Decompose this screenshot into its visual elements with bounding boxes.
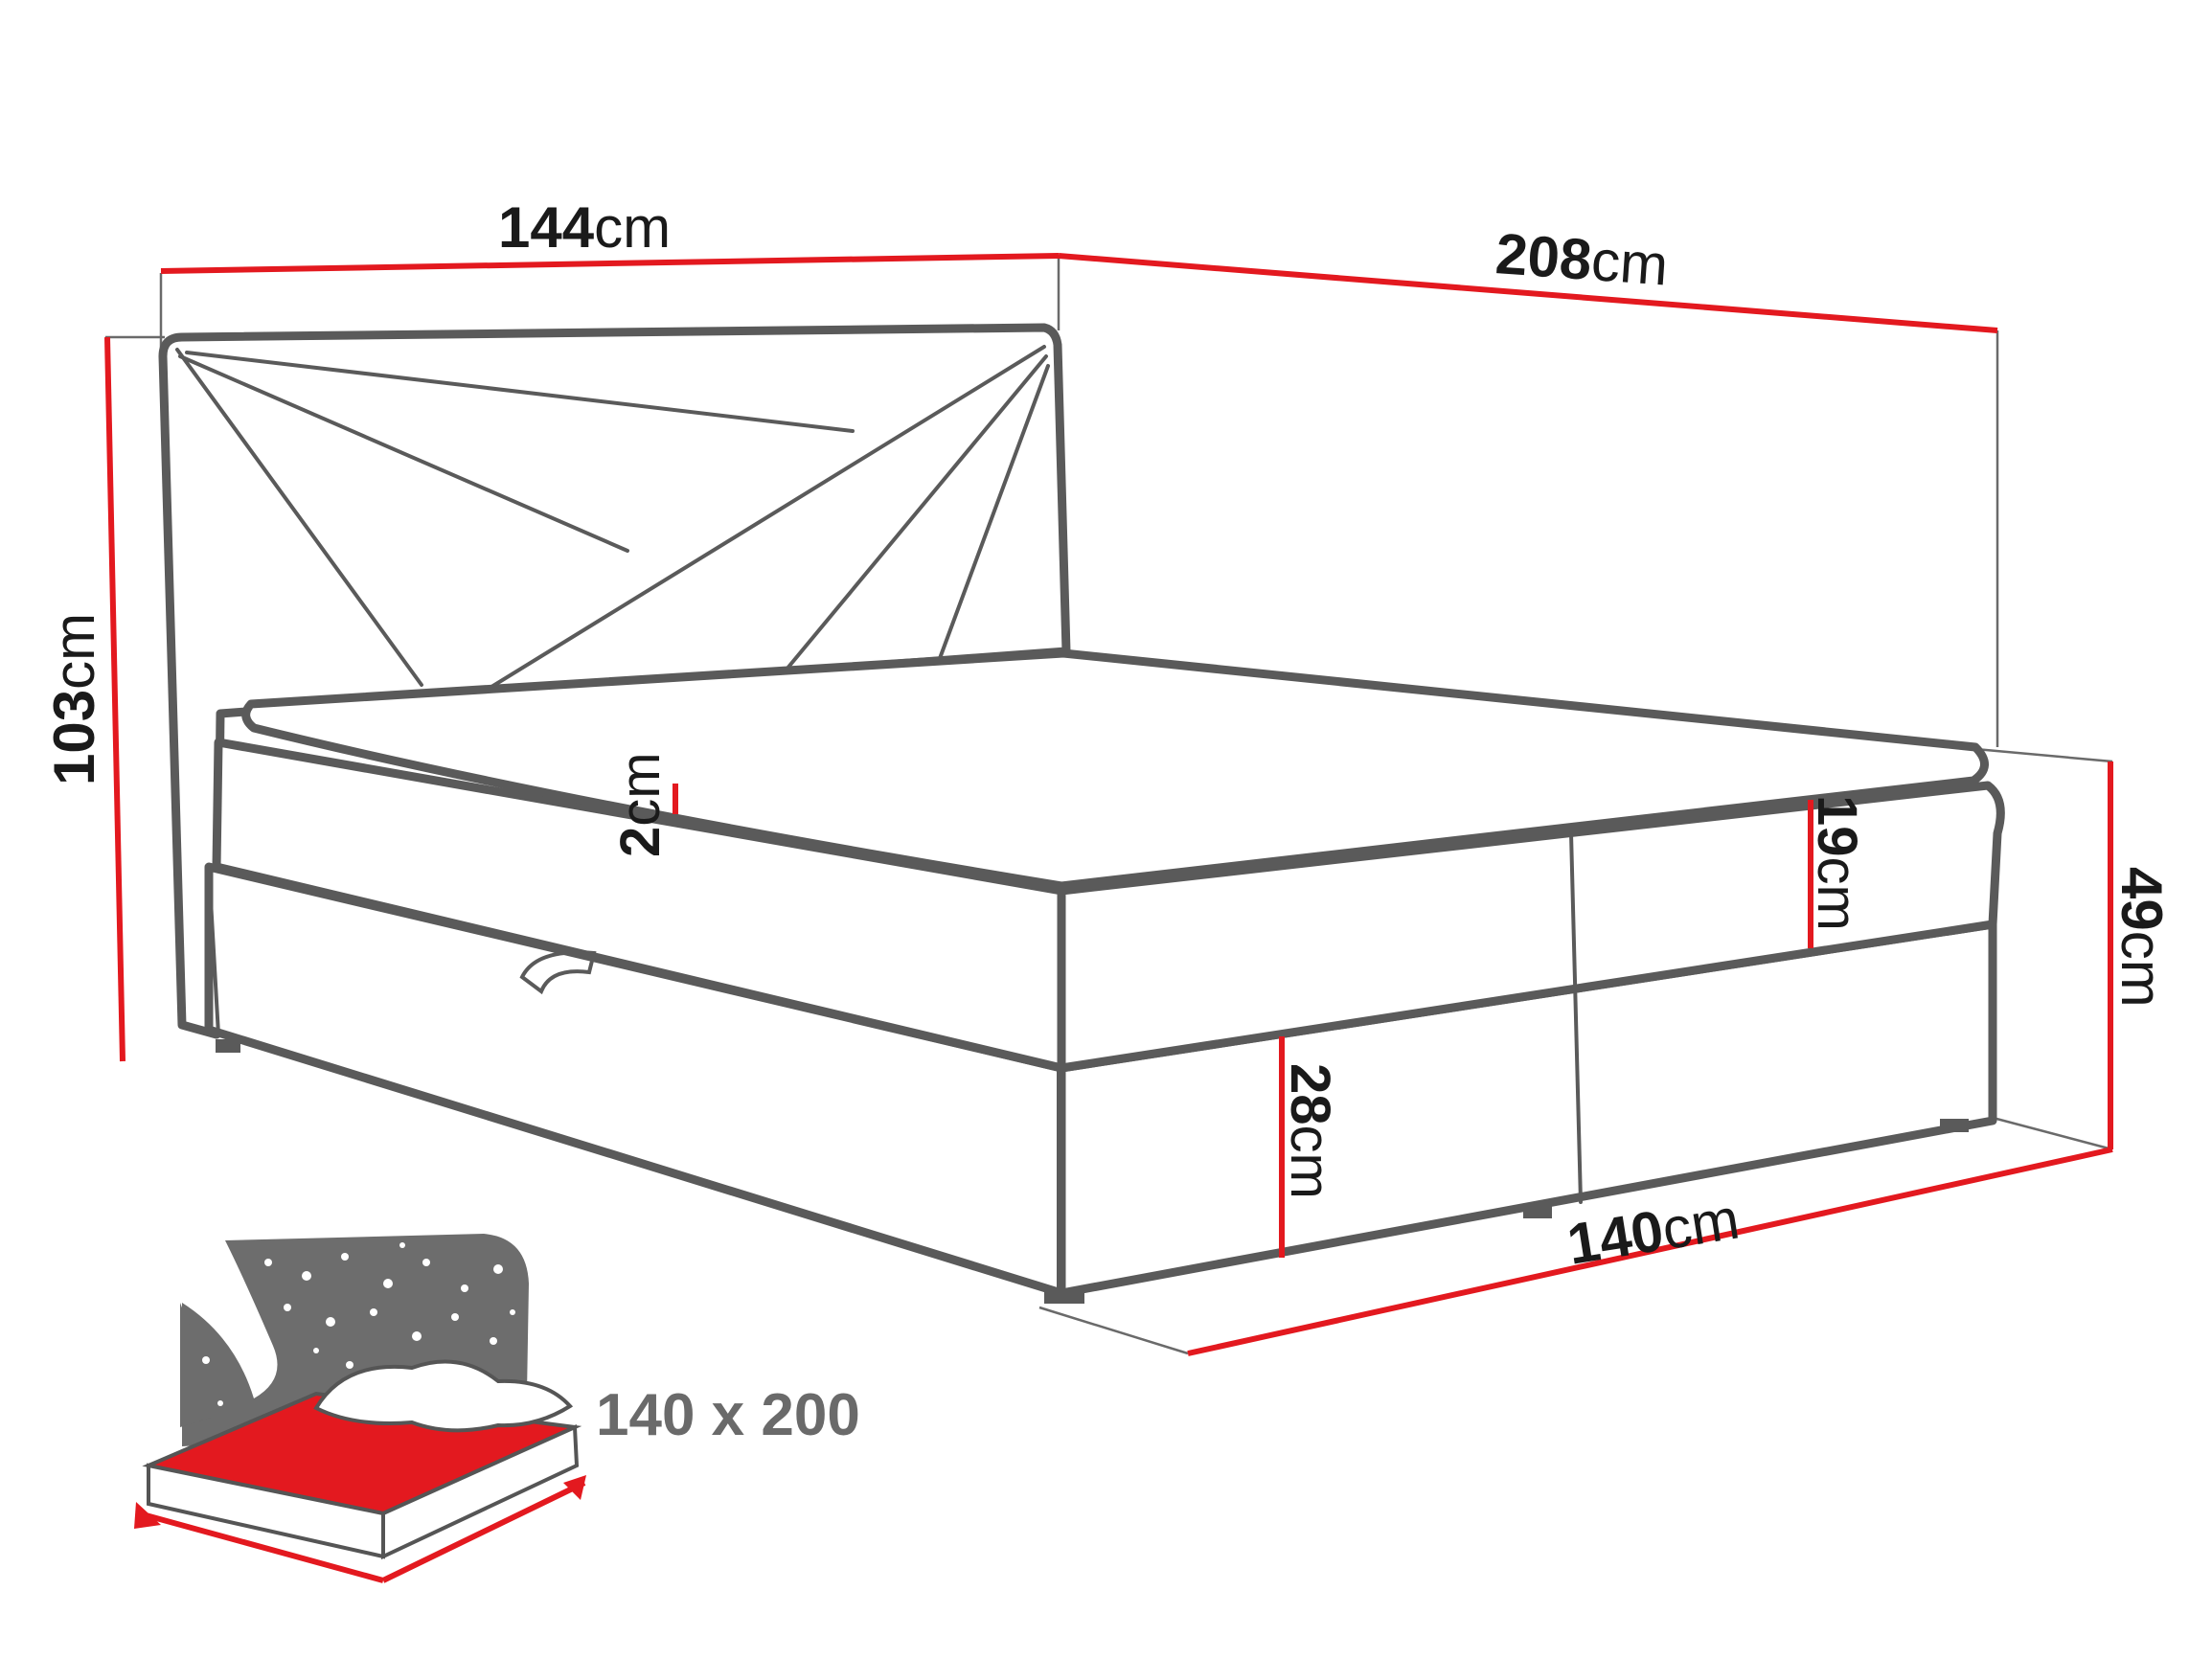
length-dimension-line bbox=[1058, 253, 1998, 333]
dimension-labels: 144cm 208cm 103cm 2cm 19cm 49cm 28cm 140… bbox=[42, 195, 2174, 1277]
pillow-icon bbox=[313, 1359, 574, 1433]
foot bbox=[216, 1039, 240, 1053]
dimension-lines bbox=[104, 253, 2113, 1356]
foot bbox=[1523, 1205, 1552, 1218]
side-height-label: 49cm bbox=[2109, 867, 2174, 1008]
width-dimension-line bbox=[160, 253, 1060, 274]
bed-body bbox=[204, 648, 2005, 1304]
base-label: 28cm bbox=[1279, 1063, 1341, 1199]
foot bbox=[1044, 1288, 1084, 1304]
mattress-size-label: 140 x 200 bbox=[596, 1382, 860, 1448]
storage-handle bbox=[519, 950, 597, 995]
topper-label: 2cm bbox=[609, 752, 672, 857]
inner-width-label: 140cm bbox=[1563, 1186, 1744, 1276]
mattress-label: 19cm bbox=[1806, 795, 1868, 931]
height-dimension-line bbox=[104, 336, 125, 1062]
foot bbox=[1940, 1119, 1969, 1132]
mattress-size-icon: 140 x 200 bbox=[134, 1234, 860, 1583]
height-label: 103cm bbox=[42, 613, 106, 785]
inner-width-dimension-line bbox=[1187, 1147, 2113, 1356]
width-label: 144cm bbox=[498, 195, 671, 260]
length-label: 208cm bbox=[1494, 221, 1670, 297]
